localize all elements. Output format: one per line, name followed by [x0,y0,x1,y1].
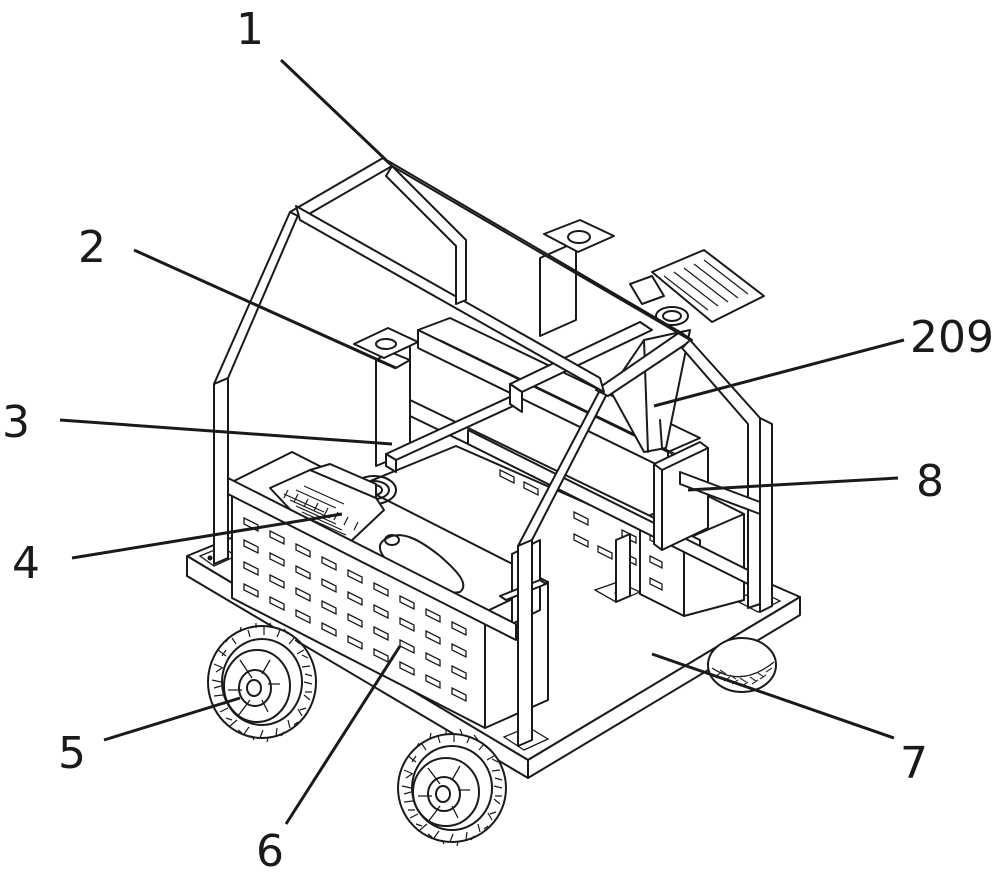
front-right-wheel [397,728,507,847]
callout-labels: 1 2 3 209 8 4 5 6 7 [2,4,994,874]
callout-5: 5 [58,728,86,779]
callout-3: 3 [2,397,30,448]
leader-2 [133,248,397,370]
callout-2: 2 [78,222,106,273]
leader-8 [687,476,899,492]
callout-209: 209 [910,312,994,363]
front-left-wheel [207,622,317,743]
outer-frame [213,157,773,747]
leader-6 [284,645,402,825]
leader-5 [103,696,241,742]
leader-1 [279,58,388,162]
callout-4: 4 [12,538,40,589]
leader-lines [59,58,905,825]
leader-7 [651,652,895,740]
callout-1: 1 [236,4,264,55]
callout-6: 6 [256,826,284,874]
leader-209 [653,338,905,408]
callout-8: 8 [916,456,944,507]
leader-3 [59,418,393,446]
callout-7: 7 [900,738,928,789]
leader-4 [71,512,343,560]
